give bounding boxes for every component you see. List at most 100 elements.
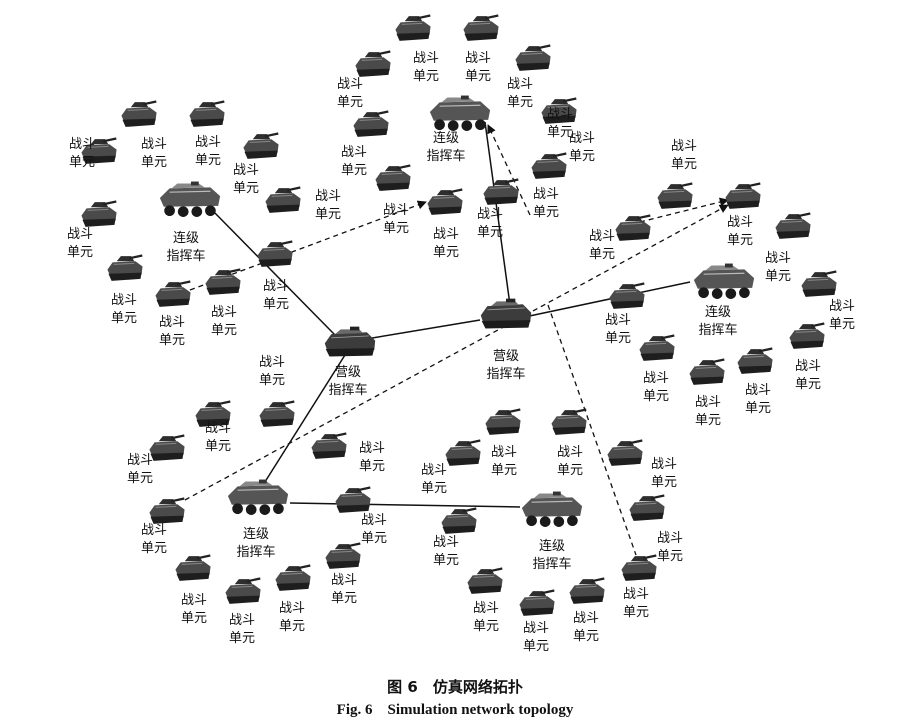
tank-icon (106, 253, 144, 282)
tank-icon (482, 177, 520, 206)
tank-icon (394, 13, 432, 42)
combat-unit-label: 战斗单元 (195, 135, 221, 168)
tank-icon (274, 563, 312, 592)
link-battalion-right-north-company (484, 121, 511, 306)
tank-icon (774, 211, 812, 240)
tank-icon (120, 99, 158, 128)
combat-unit-label: 战斗单元 (331, 573, 357, 606)
combat-unit-label: 战斗单元 (477, 207, 503, 240)
tank-icon (462, 13, 500, 42)
link-dash-east-unit-to-north-company (487, 124, 531, 216)
combat-unit-label: 战斗单元 (337, 77, 363, 110)
armored-car-icon (159, 180, 221, 218)
tank-icon (148, 496, 186, 525)
tank-icon (656, 181, 694, 210)
combat-unit-label: 战斗单元 (433, 535, 459, 568)
combat-unit-label: 战斗单元 (523, 621, 549, 654)
combat-unit-label: 战斗单元 (413, 51, 439, 84)
combat-unit-label: 战斗单元 (359, 441, 385, 474)
combat-unit-label: 战斗单元 (745, 383, 771, 416)
combat-unit-label: 战斗单元 (643, 371, 669, 404)
link-dash-sw-unit-to-east-unit (184, 204, 729, 501)
combat-unit-label: 战斗单元 (127, 453, 153, 486)
combat-unit-label: 战斗单元 (67, 227, 93, 260)
tank-icon (154, 279, 192, 308)
tank-icon (440, 506, 478, 535)
tank-icon (638, 333, 676, 362)
link-battalion-right-east-company (519, 281, 691, 319)
combat-unit-label: 战斗单元 (279, 601, 305, 634)
tank-icon (484, 407, 522, 436)
combat-unit-label: 战斗单元 (533, 187, 559, 220)
link-nw-company-battalion-left (211, 209, 336, 336)
combat-unit-label: 战斗单元 (141, 523, 167, 556)
combat-unit-label: 战斗单元 (491, 445, 517, 478)
tank-icon (688, 357, 726, 386)
tank-icon (188, 99, 226, 128)
tank-icon (550, 407, 588, 436)
tank-icon (736, 346, 774, 375)
combat-unit-label: 战斗单元 (547, 107, 573, 140)
link-sw-company-south-company (289, 502, 521, 508)
tank-icon (518, 588, 556, 617)
combat-unit-label: 战斗单元 (765, 251, 791, 284)
tank-icon (788, 321, 826, 350)
tank-icon (514, 43, 552, 72)
tank-icon (258, 399, 296, 428)
tank-icon (80, 199, 118, 228)
tank-icon (614, 213, 652, 242)
tank-icon (724, 181, 762, 210)
command-vehicle-icon (324, 326, 376, 357)
tank-icon (628, 493, 666, 522)
tank-icon (352, 109, 390, 138)
combat-unit-label: 战斗单元 (573, 611, 599, 644)
combat-unit-label: 战斗单元 (361, 513, 387, 546)
combat-unit-label: 战斗单元 (569, 131, 595, 164)
armored-car-icon (227, 478, 289, 516)
tank-icon (310, 431, 348, 460)
combat-unit-label: 战斗单元 (829, 299, 855, 332)
company-commander-label: 连级指挥车 (166, 230, 205, 264)
links-layer (184, 121, 729, 556)
battalion-commander-label: 营级指挥车 (328, 365, 367, 398)
command-vehicle-icon (480, 298, 532, 329)
tank-icon (256, 239, 294, 268)
tank-icon (148, 433, 186, 462)
tank-icon (606, 438, 644, 467)
combat-unit-label: 战斗单元 (605, 313, 631, 346)
combat-unit-label: 战斗单元 (159, 315, 185, 348)
tank-icon (608, 281, 646, 310)
armored-car-icon (429, 94, 491, 132)
tank-icon (334, 485, 372, 514)
combat-unit-label: 战斗单元 (671, 139, 697, 172)
armored-car-icon (521, 490, 583, 528)
combat-unit-label: 战斗单元 (111, 293, 137, 326)
combat-unit-label: 战斗单元 (315, 189, 341, 222)
tank-icon (530, 151, 568, 180)
combat-unit-label: 战斗单元 (557, 445, 583, 478)
tank-icon (620, 553, 658, 582)
combat-unit-label: 战斗单元 (657, 531, 683, 564)
company-commander-label: 连级指挥车 (532, 538, 571, 572)
tank-icon (224, 576, 262, 605)
combat-unit-label: 战斗单元 (141, 137, 167, 170)
tank-icon (568, 576, 606, 605)
figure-caption-cn: 图 6 仿真网络拓扑 (387, 678, 523, 696)
tank-icon (354, 49, 392, 78)
tank-icon (800, 269, 838, 298)
tank-icon (174, 553, 212, 582)
link-dash-unit-to-north-unit (189, 200, 427, 291)
combat-unit-label: 战斗单元 (181, 593, 207, 626)
tank-icon (324, 541, 362, 570)
combat-unit-label: 战斗单元 (383, 203, 409, 236)
combat-unit-label: 战斗单元 (233, 163, 259, 196)
combat-unit-label: 战斗单元 (795, 359, 821, 392)
link-dash-east-pair (639, 197, 729, 223)
company-commander-label: 连级指挥车 (698, 304, 737, 338)
tank-icon (444, 438, 482, 467)
combat-unit-label: 战斗单元 (623, 587, 649, 620)
combat-unit-label: 战斗单元 (473, 601, 499, 634)
tank-icon (204, 267, 242, 296)
link-battalion-left-right (359, 319, 481, 341)
